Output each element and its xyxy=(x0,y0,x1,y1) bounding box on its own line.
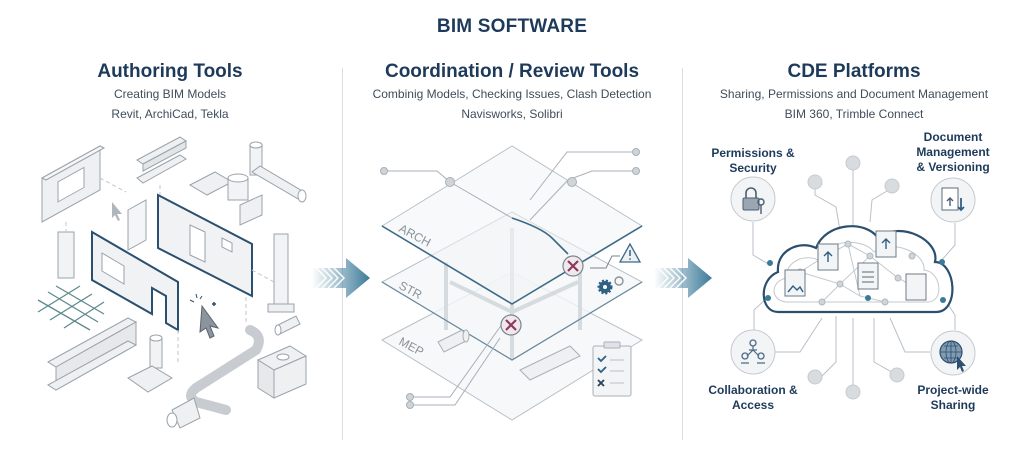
main-title: BIM SOFTWARE xyxy=(436,16,588,37)
feature-label-line: Project-wide xyxy=(917,383,989,397)
selected-wall-door-icon xyxy=(157,193,253,298)
large-ibeam-icon xyxy=(47,317,138,391)
feature-label-line: Management xyxy=(916,145,990,159)
cde-platforms-subtitle: Sharing, Permissions and Document Manage… xyxy=(719,87,989,101)
wall-window-icon xyxy=(40,145,106,223)
coordination-tools-heading: Coordination / Review Tools xyxy=(384,61,640,82)
tall-column-icon xyxy=(267,233,295,313)
feature-label-line: & Versioning xyxy=(916,160,990,174)
cde-platforms-heading: CDE Platforms xyxy=(787,61,921,82)
column-divider xyxy=(682,68,683,440)
feature-label-line: Sharing xyxy=(930,398,976,412)
flow-arrow-1 xyxy=(312,258,370,298)
cde-platforms-header: CDE Platforms Sharing, Permissions and D… xyxy=(684,60,1024,124)
collaboration-access-icon xyxy=(730,329,776,375)
feature-label-permissions: Permissions & Security xyxy=(698,146,808,176)
cde-illustration xyxy=(752,163,956,392)
text-document-icon xyxy=(857,262,879,290)
authoring-tools-heading: Authoring Tools xyxy=(97,61,243,82)
air-handling-unit-icon xyxy=(256,345,308,399)
cursor-icon xyxy=(112,202,122,221)
image-document-icon xyxy=(784,269,806,297)
cursor-plus-icon xyxy=(189,293,220,339)
feature-label-line: Collaboration & xyxy=(708,383,798,397)
column-divider xyxy=(342,68,343,440)
flow-arrow-2 xyxy=(654,258,712,298)
cloud-icon xyxy=(762,225,954,314)
coordination-tools-list: Navisworks, Solibri xyxy=(461,107,563,121)
pipe-elbow-icon xyxy=(249,141,307,203)
ibeam-icon xyxy=(136,136,187,184)
project-sharing-icon xyxy=(930,330,976,376)
cde-platforms-list: BIM 360, Trimble Connect xyxy=(784,107,924,121)
permissions-security-icon xyxy=(730,176,776,222)
feature-label-line: Security xyxy=(729,161,777,175)
duct-run-icon xyxy=(166,325,264,429)
authoring-tools-subtitle: Creating BIM Models xyxy=(113,87,227,101)
warning-icon xyxy=(590,242,642,269)
feature-label-line: Permissions & xyxy=(711,146,795,160)
pipe-segment-icon xyxy=(274,315,301,336)
mep-duct-icon xyxy=(519,345,581,381)
checklist-icon xyxy=(592,341,632,397)
drawing-document-icon xyxy=(905,273,927,301)
clash-marker-icon xyxy=(562,255,584,277)
duct-fitting-icon xyxy=(188,171,263,226)
network-node xyxy=(807,155,905,400)
pipe-fitting-icon xyxy=(127,334,173,393)
column-icon xyxy=(57,231,75,279)
authoring-illustration xyxy=(37,136,308,429)
feature-label-line: Access xyxy=(731,398,775,412)
document-versioning-icon xyxy=(930,177,976,223)
authoring-tools-header: Authoring Tools Creating BIM Models Revi… xyxy=(0,60,340,124)
mep-pipe-icon xyxy=(437,329,470,353)
authoring-tools-list: Revit, ArchiCad, Tekla xyxy=(111,107,229,121)
rebar-grid-icon xyxy=(37,285,105,331)
gear-settings-icon xyxy=(597,276,624,295)
clash-marker-icon xyxy=(500,314,522,336)
door-icon xyxy=(127,199,147,251)
selected-wall-window-icon xyxy=(91,230,179,332)
feature-label-line: Document xyxy=(923,130,983,144)
feature-label-project-sharing: Project-wide Sharing xyxy=(898,383,1008,413)
coordination-tools-header: Coordination / Review Tools Combinig Mod… xyxy=(342,60,682,124)
feature-label-document-management: Document Management & Versioning xyxy=(898,130,1008,175)
feature-label-collaboration: Collaboration & Access xyxy=(692,383,814,413)
coordination-tools-subtitle: Combinig Models, Checking Issues, Clash … xyxy=(372,87,652,101)
